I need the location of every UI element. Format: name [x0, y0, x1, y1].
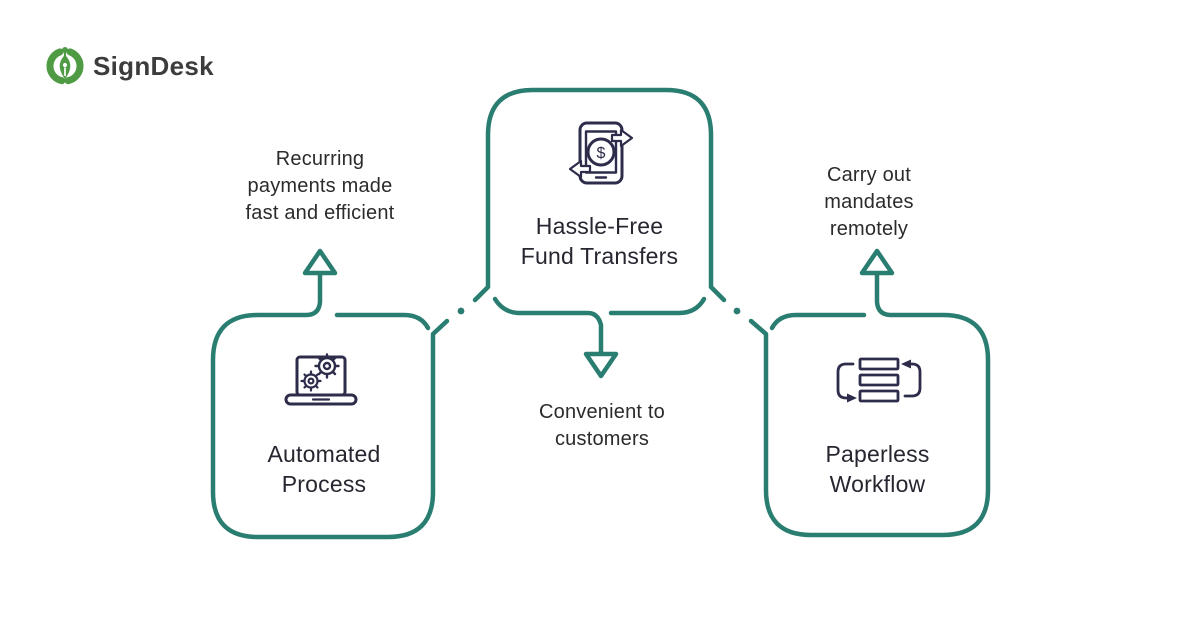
annotation-convenient-to-customers: Convenient to customers: [538, 401, 666, 450]
annotation-carry-out-mandates: Carry out mandates remotely: [824, 164, 914, 240]
signdesk-logo: SignDesk: [46, 44, 214, 88]
paperless-workflow-box-border: [748, 272, 991, 538]
fund-transfers-box-border: [472, 87, 727, 355]
connector-left-dot: [457, 307, 465, 315]
laptop-gears-icon: [284, 353, 358, 406]
arrow-up-left: [302, 248, 338, 276]
node-title-fund-transfers: Hassle-Free Fund Transfers: [520, 213, 679, 269]
pen-nib-logo-icon: [46, 47, 84, 85]
signdesk-logo-text: SignDesk: [93, 50, 214, 81]
arrow-down-center: [583, 351, 619, 379]
connector-right-dot: [733, 307, 741, 315]
automated-process-box-border: [210, 272, 450, 540]
annotation-recurring-payments: Recurring payments made fast and efficie…: [245, 148, 395, 224]
node-title-automated-process: Automated Process: [267, 441, 381, 497]
node-title-paperless-workflow: Paperless Workflow: [825, 441, 930, 497]
arrow-up-right: [859, 248, 895, 276]
dollar-glyph: $: [597, 145, 606, 162]
workflow-cycle-icon: [836, 357, 922, 403]
phone-money-transfer-icon: $: [568, 121, 634, 185]
